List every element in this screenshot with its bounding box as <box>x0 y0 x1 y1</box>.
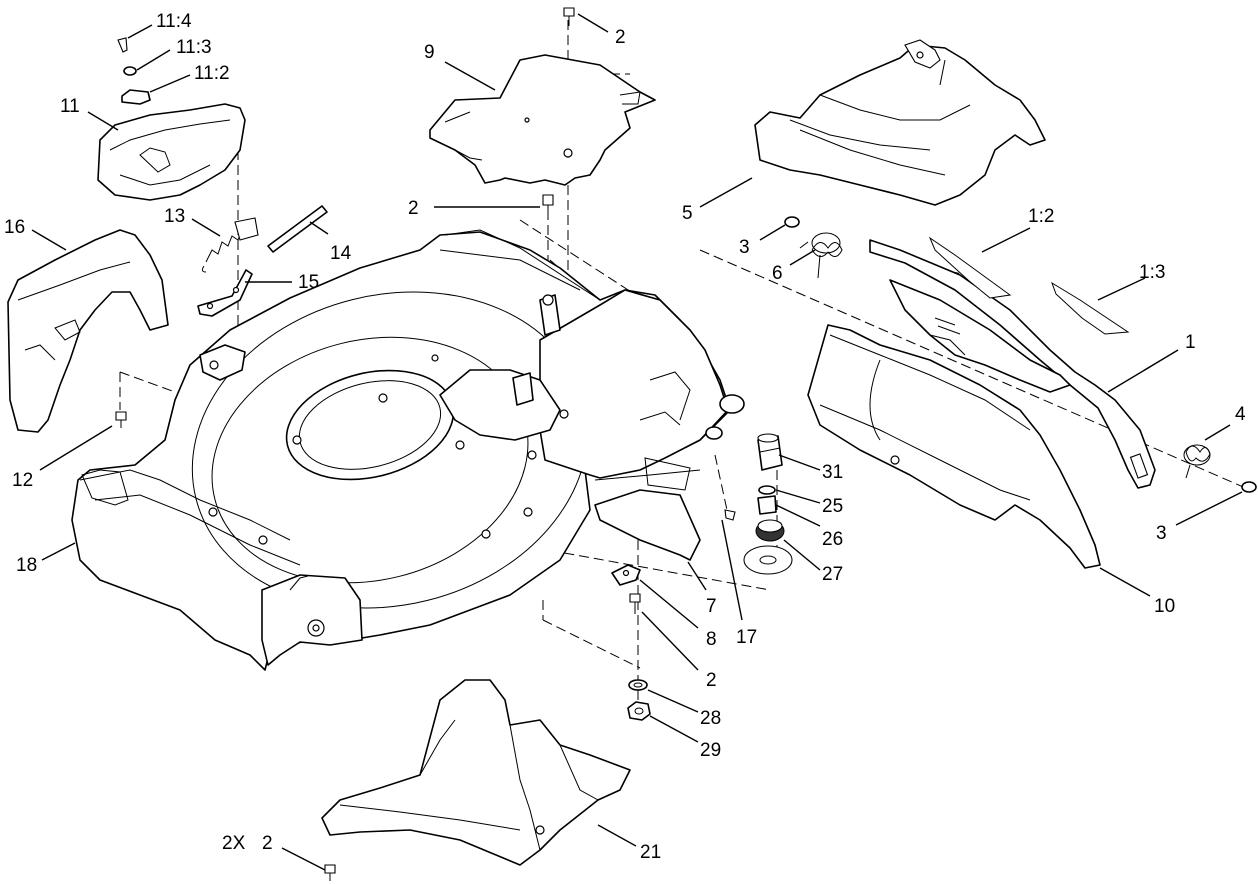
callout-16: 16 <box>4 217 25 238</box>
callout-8: 8 <box>706 629 717 650</box>
part-11-2-clip <box>121 89 151 105</box>
part-31-connector <box>757 433 783 471</box>
part-2-bolt-low <box>629 593 641 614</box>
part-11-housing <box>97 103 246 201</box>
part-25-washer <box>758 485 776 495</box>
callout-2-top: 2 <box>615 27 626 48</box>
part-3-washer-top <box>784 216 800 228</box>
part-4-spring <box>1183 444 1211 479</box>
callout-2-bottom: 2 <box>262 833 273 854</box>
part-12-bolt <box>115 411 127 428</box>
callout-29: 29 <box>700 740 721 761</box>
part-15-bracket <box>197 269 253 317</box>
callout-2x: 2X <box>222 833 246 854</box>
part-11-4-screw <box>117 37 128 53</box>
callout-12: 12 <box>12 470 33 491</box>
callout-7: 7 <box>706 596 717 617</box>
part-27-nut-and-decal <box>743 519 793 575</box>
part-10-rear-flap <box>807 324 1101 569</box>
callout-26: 26 <box>822 529 843 550</box>
part-26-cap <box>757 495 777 515</box>
callout-18: 18 <box>16 555 37 576</box>
callout-9: 9 <box>424 42 435 63</box>
callout-15: 15 <box>298 272 319 293</box>
part-28-washer <box>628 679 648 691</box>
callout-25: 25 <box>822 496 843 517</box>
leader-lines <box>31 13 1243 871</box>
part-13-spring <box>201 217 259 273</box>
callout-27: 27 <box>822 564 843 585</box>
callout-1-2: 1:2 <box>1028 206 1054 227</box>
callout-5: 5 <box>682 203 693 224</box>
part-9-top-plate <box>429 54 656 186</box>
callout-17: 17 <box>736 627 757 648</box>
callout-3-bottom: 3 <box>1156 523 1167 544</box>
callout-1: 1 <box>1185 332 1196 353</box>
part-1-rear-shaft <box>869 239 1156 489</box>
callout-2-low: 2 <box>706 670 717 691</box>
callout-14: 14 <box>330 243 352 264</box>
part-3-washer-bottom <box>1241 481 1257 493</box>
part-5-bag-frame <box>754 39 1046 206</box>
callout-4: 4 <box>1235 404 1246 425</box>
part-2-bolt-top <box>563 7 575 26</box>
callout-11-2: 11:2 <box>194 63 230 84</box>
part-6-spring <box>799 232 843 279</box>
callout-13: 13 <box>164 206 185 227</box>
part-16-side-shield <box>7 229 169 433</box>
callout-labels: 11:4 11:3 11:2 11 2 9 13 14 15 16 2 5 1:… <box>4 11 1246 863</box>
part-1-2-decal <box>928 236 1012 299</box>
part-2-bolt-bottom <box>324 864 336 881</box>
callout-11-3: 11:3 <box>176 37 212 58</box>
part-29-nut <box>627 701 651 721</box>
part-8-clip <box>611 564 641 586</box>
callout-21: 21 <box>640 842 661 863</box>
callout-31: 31 <box>822 462 843 483</box>
part-14-rod <box>267 205 328 253</box>
callout-6: 6 <box>772 263 783 284</box>
callout-11: 11 <box>60 96 80 117</box>
callout-10: 10 <box>1154 596 1175 617</box>
part-18-mower-deck <box>71 229 745 671</box>
part-1-3-decal <box>1051 281 1130 335</box>
part-11-3-washer <box>123 66 137 76</box>
callout-3-top: 3 <box>739 237 750 258</box>
callout-11-4: 11:4 <box>156 11 192 32</box>
part-2-bolt-mid <box>542 194 554 213</box>
callout-28: 28 <box>700 708 721 729</box>
callout-1-3: 1:3 <box>1139 262 1165 283</box>
callout-2-mid: 2 <box>408 198 419 219</box>
part-21-lower-deflector <box>321 679 631 866</box>
part-17-screw <box>724 509 736 521</box>
